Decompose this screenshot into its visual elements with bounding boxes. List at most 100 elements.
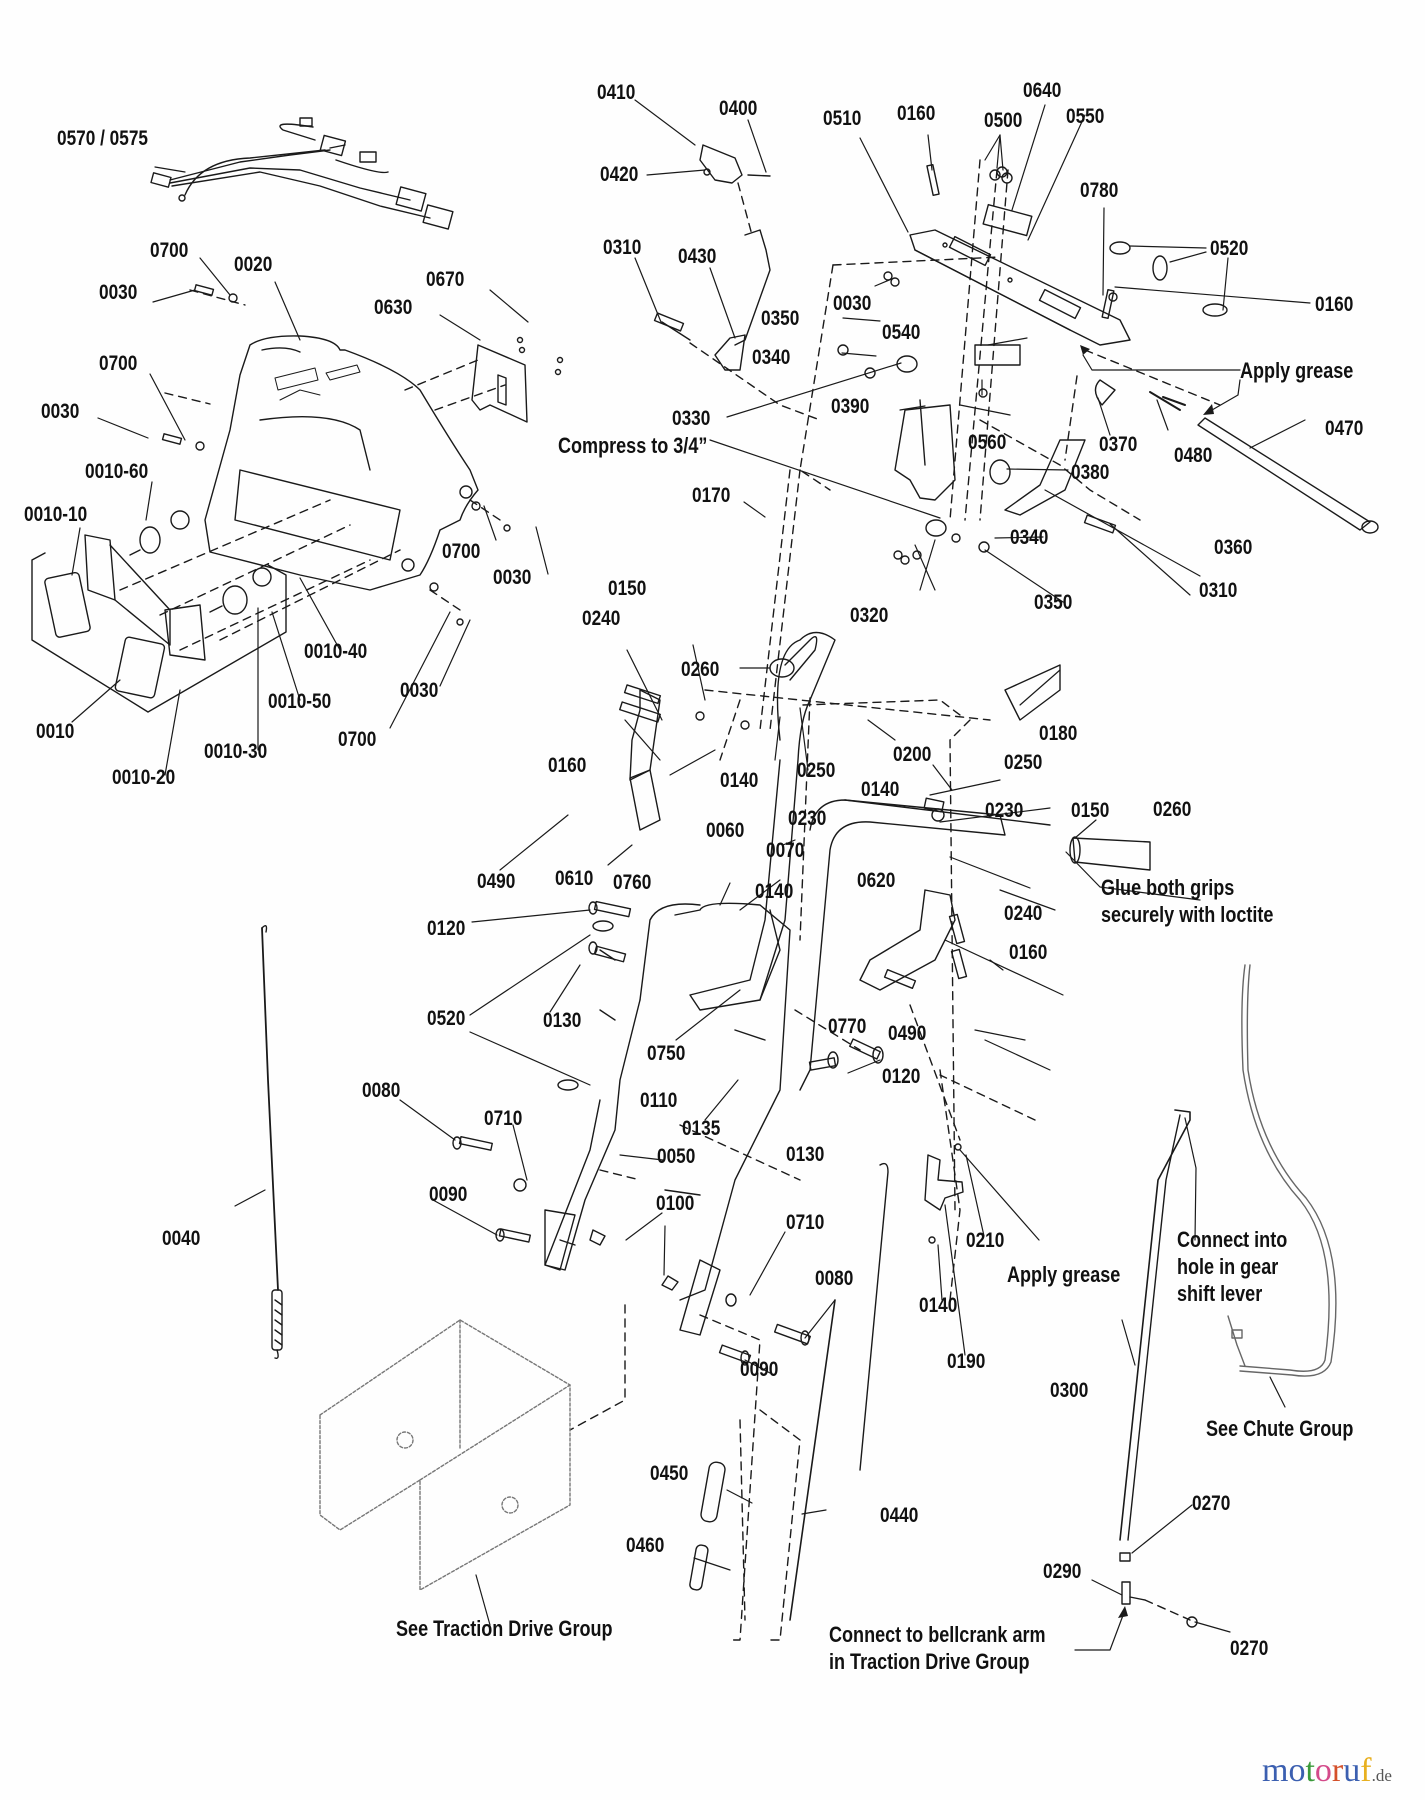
part-label: 0510 xyxy=(823,107,862,130)
part-label: 0260 xyxy=(681,658,720,681)
part-label: 0210 xyxy=(966,1229,1005,1252)
part-label: 0670 xyxy=(426,268,465,291)
part-label: 0010-20 xyxy=(112,766,176,789)
part-label: 0230 xyxy=(788,807,827,830)
part-label: 0420 xyxy=(600,163,639,186)
part-label: 0190 xyxy=(947,1350,986,1373)
part-label: 0700 xyxy=(442,540,481,563)
shift-lever xyxy=(960,380,1378,533)
leader-lines xyxy=(72,100,1310,1650)
part-label: 0560 xyxy=(968,431,1007,454)
watermark-letter: f xyxy=(1360,1752,1372,1789)
part-label: 0030 xyxy=(400,679,439,702)
drive-cable xyxy=(262,926,282,1359)
part-label: 0010-40 xyxy=(304,640,368,663)
part-label: 0010-60 xyxy=(85,460,149,483)
part-label: 0340 xyxy=(1010,526,1049,549)
part-label: 0170 xyxy=(692,484,731,507)
part-label: 0130 xyxy=(786,1143,825,1166)
part-label: 0130 xyxy=(543,1009,582,1032)
part-label: 0250 xyxy=(1004,751,1043,774)
part-label: 0250 xyxy=(797,759,836,782)
part-label: 0050 xyxy=(657,1145,696,1168)
lower-handle xyxy=(545,903,790,1335)
note-connect-gear-shift: Connect into hole in gear shift lever xyxy=(1177,1227,1287,1307)
part-label: 0160 xyxy=(1009,941,1048,964)
part-label: 0380 xyxy=(1071,461,1110,484)
traction-frame xyxy=(320,1320,570,1590)
part-label: 0440 xyxy=(880,1504,919,1527)
part-label: 0010-10 xyxy=(24,503,88,526)
note-connect-gear-line3: shift lever xyxy=(1177,1280,1263,1306)
part-label: 0135 xyxy=(682,1117,721,1140)
note-connect-gear-line2: hole in gear xyxy=(1177,1253,1279,1279)
note-see-traction-drive: See Traction Drive Group xyxy=(396,1616,613,1641)
part-label: 0550 xyxy=(1066,105,1105,128)
part-label: 0760 xyxy=(613,871,652,894)
part-label: 0030 xyxy=(99,281,138,304)
cable-sleeve xyxy=(689,1300,835,1640)
part-label: 0140 xyxy=(720,769,759,792)
part-label: 0260 xyxy=(1153,798,1192,821)
part-label: 0030 xyxy=(493,566,532,589)
part-label: 0540 xyxy=(882,321,921,344)
part-label: 0160 xyxy=(548,754,587,777)
watermark-logo: motoruf.de xyxy=(1262,1752,1392,1790)
watermark-letter: o xyxy=(1288,1752,1306,1789)
part-label: 0430 xyxy=(678,245,717,268)
note-arrowheads xyxy=(1080,345,1214,1618)
part-label: 0520 xyxy=(1210,237,1249,260)
part-label: 0480 xyxy=(1174,444,1213,467)
part-label: 0390 xyxy=(831,395,870,418)
headlight-assembly xyxy=(32,511,286,712)
watermark-letter: o xyxy=(1314,1752,1332,1789)
part-label: 0770 xyxy=(828,1015,867,1038)
part-label: 0080 xyxy=(815,1267,854,1290)
watermark-tld: .de xyxy=(1371,1766,1392,1785)
chute-control-lever xyxy=(655,145,770,370)
note-connect-bellcrank-line2: in Traction Drive Group xyxy=(829,1648,1030,1674)
headlight-dash-lines xyxy=(120,290,505,650)
part-label: 0360 xyxy=(1214,536,1253,559)
part-label: 0160 xyxy=(1315,293,1354,316)
watermark-letter: m xyxy=(1262,1752,1289,1789)
part-label: 0330 xyxy=(672,407,711,430)
shift-bracket xyxy=(838,345,989,564)
note-glue-grips-line1: Glue both grips xyxy=(1101,875,1235,900)
part-label: 0270 xyxy=(1192,1492,1231,1515)
chute-cable xyxy=(1228,965,1336,1376)
part-label: 0490 xyxy=(477,870,516,893)
part-label: 0150 xyxy=(608,577,647,600)
note-apply-grease-top: Apply grease xyxy=(1240,358,1354,383)
part-label: 0010-50 xyxy=(268,690,332,713)
part-label: 0240 xyxy=(1004,902,1043,925)
part-label: 0710 xyxy=(484,1107,523,1130)
pivot-bracket xyxy=(860,1144,963,1470)
part-label: 0120 xyxy=(882,1065,921,1088)
part-label: 0400 xyxy=(719,97,758,120)
part-label: 0320 xyxy=(850,604,889,627)
part-label: 0370 xyxy=(1099,433,1138,456)
part-label: 0570 / 0575 xyxy=(57,127,148,150)
part-label: 0310 xyxy=(603,236,642,259)
part-label: 0750 xyxy=(647,1042,686,1065)
part-label: 0140 xyxy=(755,880,794,903)
part-label: 0450 xyxy=(650,1462,689,1485)
part-label: 0150 xyxy=(1071,799,1110,822)
linkage-dash-lines xyxy=(690,160,1220,730)
upper-handle-right xyxy=(800,665,1150,1090)
part-label: 0180 xyxy=(1039,722,1078,745)
part-label: 0710 xyxy=(786,1211,825,1234)
handle-fasteners xyxy=(453,902,915,1365)
part-label: 0030 xyxy=(41,400,80,423)
part-label: 0090 xyxy=(740,1358,779,1381)
part-label: 0700 xyxy=(338,728,377,751)
part-label: 0340 xyxy=(752,346,791,369)
note-apply-grease-bottom: Apply grease xyxy=(1007,1262,1121,1287)
part-label: 0460 xyxy=(626,1534,665,1557)
part-label: 0080 xyxy=(362,1079,401,1102)
part-label: 0200 xyxy=(893,743,932,766)
watermark-letter: u xyxy=(1343,1752,1361,1789)
part-label: 0160 xyxy=(897,102,936,125)
